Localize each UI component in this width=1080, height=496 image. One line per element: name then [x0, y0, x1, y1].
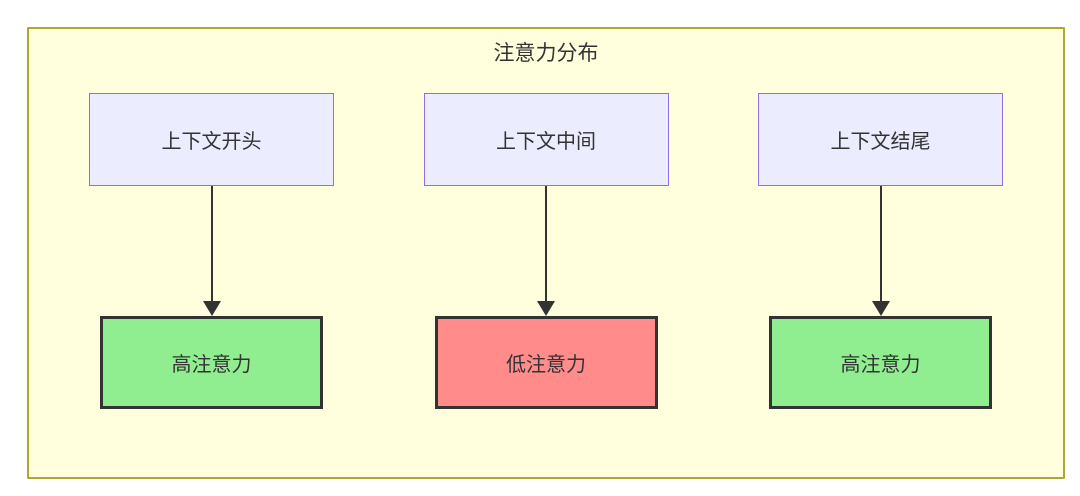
edge-line	[210, 186, 213, 302]
column-context-start: 上下文开头 高注意力	[89, 93, 334, 409]
arrow-down-icon	[537, 301, 555, 316]
node-high-attention-1: 高注意力	[100, 316, 323, 409]
node-context-end: 上下文结尾	[758, 93, 1003, 186]
arrow-down-icon	[871, 301, 890, 316]
edge-line	[545, 186, 547, 302]
node-low-attention: 低注意力	[434, 316, 658, 409]
attention-distribution-cluster: 注意力分布 上下文开头 高注意力 上下文中间 低注意力 上下文结尾	[27, 27, 1065, 479]
cluster-title: 注意力分布	[493, 42, 599, 65]
node-context-middle: 上下文中间	[423, 93, 669, 186]
column-context-end: 上下文结尾 高注意力	[758, 93, 1003, 409]
edge-line	[879, 186, 882, 302]
node-high-attention-2: 高注意力	[769, 316, 992, 409]
edge-context-start	[202, 186, 221, 316]
node-context-start: 上下文开头	[89, 93, 334, 186]
column-context-middle: 上下文中间 低注意力	[423, 93, 669, 409]
arrow-down-icon	[202, 301, 221, 316]
diagram-columns: 上下文开头 高注意力 上下文中间 低注意力 上下文结尾	[29, 93, 1063, 409]
edge-context-middle	[537, 186, 555, 316]
edge-context-end	[871, 186, 890, 316]
